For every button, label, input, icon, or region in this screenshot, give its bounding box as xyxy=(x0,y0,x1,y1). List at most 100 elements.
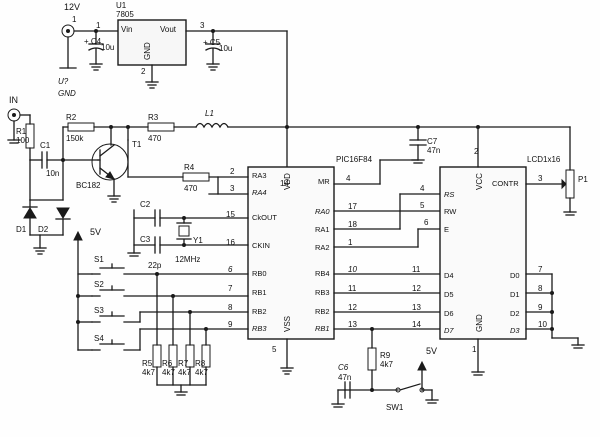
diode-d1 xyxy=(23,207,37,219)
c7-value: 47n xyxy=(427,146,440,155)
switch-s1[interactable] xyxy=(91,263,249,275)
c6-ref: C6 xyxy=(338,363,349,372)
r8-value: 4k7 xyxy=(195,368,208,377)
c5-value: 10u xyxy=(219,44,232,53)
y1-freq: 12MHz xyxy=(175,255,200,264)
lcd-pin1: 1 xyxy=(472,345,477,354)
r7-value: 4k7 xyxy=(178,368,191,377)
regulator-part: 7805 xyxy=(116,10,134,19)
lcd-vcc: VCC xyxy=(475,173,484,190)
supply-section: 12V 1 U? GND + C4 10u U1 7805 Vin Vout G… xyxy=(58,1,288,171)
mcu-section: PIC16F84 VDD 14 VSS 5 MR 4 RA3 RA4 2 3 R… xyxy=(127,139,441,375)
pic-rb6: RB2 xyxy=(315,307,330,316)
pic-pin16: 16 xyxy=(226,238,235,247)
lcd-pin10: 10 xyxy=(538,320,547,329)
lcd-pin12: 12 xyxy=(412,284,421,293)
pic-rb0: RB0 xyxy=(252,269,267,278)
regulator-pin3: 3 xyxy=(200,21,205,30)
l1-ref: L1 xyxy=(205,109,214,118)
lcd-pin5: 5 xyxy=(420,201,425,210)
r4-ref: R4 xyxy=(184,163,195,172)
regulator-gnd: GND xyxy=(143,42,152,60)
pic-vss: VSS xyxy=(283,316,292,332)
pic-pin10: 10 xyxy=(348,265,357,274)
d1-ref: D1 xyxy=(16,225,27,234)
s3-ref: S3 xyxy=(94,306,104,315)
s1-ref: S1 xyxy=(94,255,104,264)
lcd-d6: D6 xyxy=(444,309,454,318)
regulator-vin: Vin xyxy=(121,25,132,34)
lcd-name: LCD1x16 xyxy=(527,155,561,164)
c5-ref: + C5 xyxy=(203,38,221,47)
lcd-pin9: 9 xyxy=(538,303,543,312)
regulator-pin2: 2 xyxy=(141,67,146,76)
potentiometer-p1 xyxy=(565,169,575,199)
r6-ref: R6 xyxy=(162,359,173,368)
t1-ref: T1 xyxy=(132,140,142,149)
resistor-r9 xyxy=(367,347,377,371)
r9-ref: R9 xyxy=(380,351,391,360)
pic-pin1: 1 xyxy=(348,238,353,247)
resistor-r4 xyxy=(182,172,210,182)
r1-ref: R1 xyxy=(16,127,27,136)
r2-ref: R2 xyxy=(66,113,77,122)
c4-ref: + C4 xyxy=(84,37,102,46)
pic-rb5: RB3 xyxy=(315,288,330,297)
d2-ref: D2 xyxy=(38,225,49,234)
s4-ref: S4 xyxy=(94,334,104,343)
pic-ra3: RA3 xyxy=(252,171,267,180)
r6-value: 4k7 xyxy=(162,368,175,377)
pic-pin14: 14 xyxy=(280,179,289,188)
switch-s2[interactable] xyxy=(91,285,249,297)
pic-rb1: RB1 xyxy=(252,288,267,297)
r5-ref: R5 xyxy=(142,359,153,368)
pic-rb2: RB2 xyxy=(252,307,267,316)
switch-sw1[interactable] xyxy=(371,383,425,393)
sw1-ref: SW1 xyxy=(386,403,404,412)
label-22p: 22p xyxy=(148,261,162,270)
lcd-gnd: GND xyxy=(475,314,484,332)
pic-pin9: 9 xyxy=(228,320,233,329)
pic-pin12: 12 xyxy=(348,303,357,312)
reset-section: R9 4k7 C6 47n SW1 5V xyxy=(331,328,439,412)
lcd-module xyxy=(439,166,527,340)
lcd-d0: D0 xyxy=(510,271,520,280)
pic-pin5: 5 xyxy=(272,345,277,354)
label-gnd: GND xyxy=(58,89,76,98)
pic-name: PIC16F84 xyxy=(336,155,373,164)
pic-pin2: 2 xyxy=(230,167,235,176)
c6-value: 47n xyxy=(338,373,351,382)
pic-mr: MR xyxy=(318,177,330,186)
pic-pin18: 18 xyxy=(348,220,357,229)
regulator-ref: U1 xyxy=(116,1,127,10)
net-12v-pin: 1 xyxy=(72,15,77,24)
switch-s3[interactable] xyxy=(91,311,249,323)
switch-s4[interactable] xyxy=(91,328,249,351)
r9-value: 4k7 xyxy=(380,360,393,369)
c4-value: 10u xyxy=(101,43,114,52)
regulator-vout: Vout xyxy=(160,25,177,34)
pic-rb7: RB1 xyxy=(315,324,330,333)
r1-value: 100 xyxy=(16,136,30,145)
pic-vdd: VDD xyxy=(283,173,292,190)
label-5v-reset: 5V xyxy=(426,346,437,356)
pic-clkin: CKIN xyxy=(252,241,270,250)
switch-section: 5V S1 S2 S3 S4 xyxy=(73,227,249,396)
s2-ref: S2 xyxy=(94,280,104,289)
diode-d2 xyxy=(56,207,70,219)
pic-ra0: RA0 xyxy=(315,207,330,216)
input-section: IN R1 100 C1 10n D1 D2 xyxy=(7,95,588,255)
r3-value: 470 xyxy=(148,134,162,143)
pic-pin3: 3 xyxy=(230,184,235,193)
r8-ref: R8 xyxy=(195,359,206,368)
pic-pin13: 13 xyxy=(348,320,357,329)
lcd-d7: D7 xyxy=(444,326,454,335)
lcd-pin14: 14 xyxy=(412,320,421,329)
pic-pin6: 6 xyxy=(228,265,233,274)
lcd-d3: D3 xyxy=(510,326,520,335)
pic-pin7: 7 xyxy=(228,284,233,293)
resistor-r2 xyxy=(67,122,95,132)
arrow-5v-reset xyxy=(417,360,427,371)
pic-ra4: RA4 xyxy=(252,188,267,197)
